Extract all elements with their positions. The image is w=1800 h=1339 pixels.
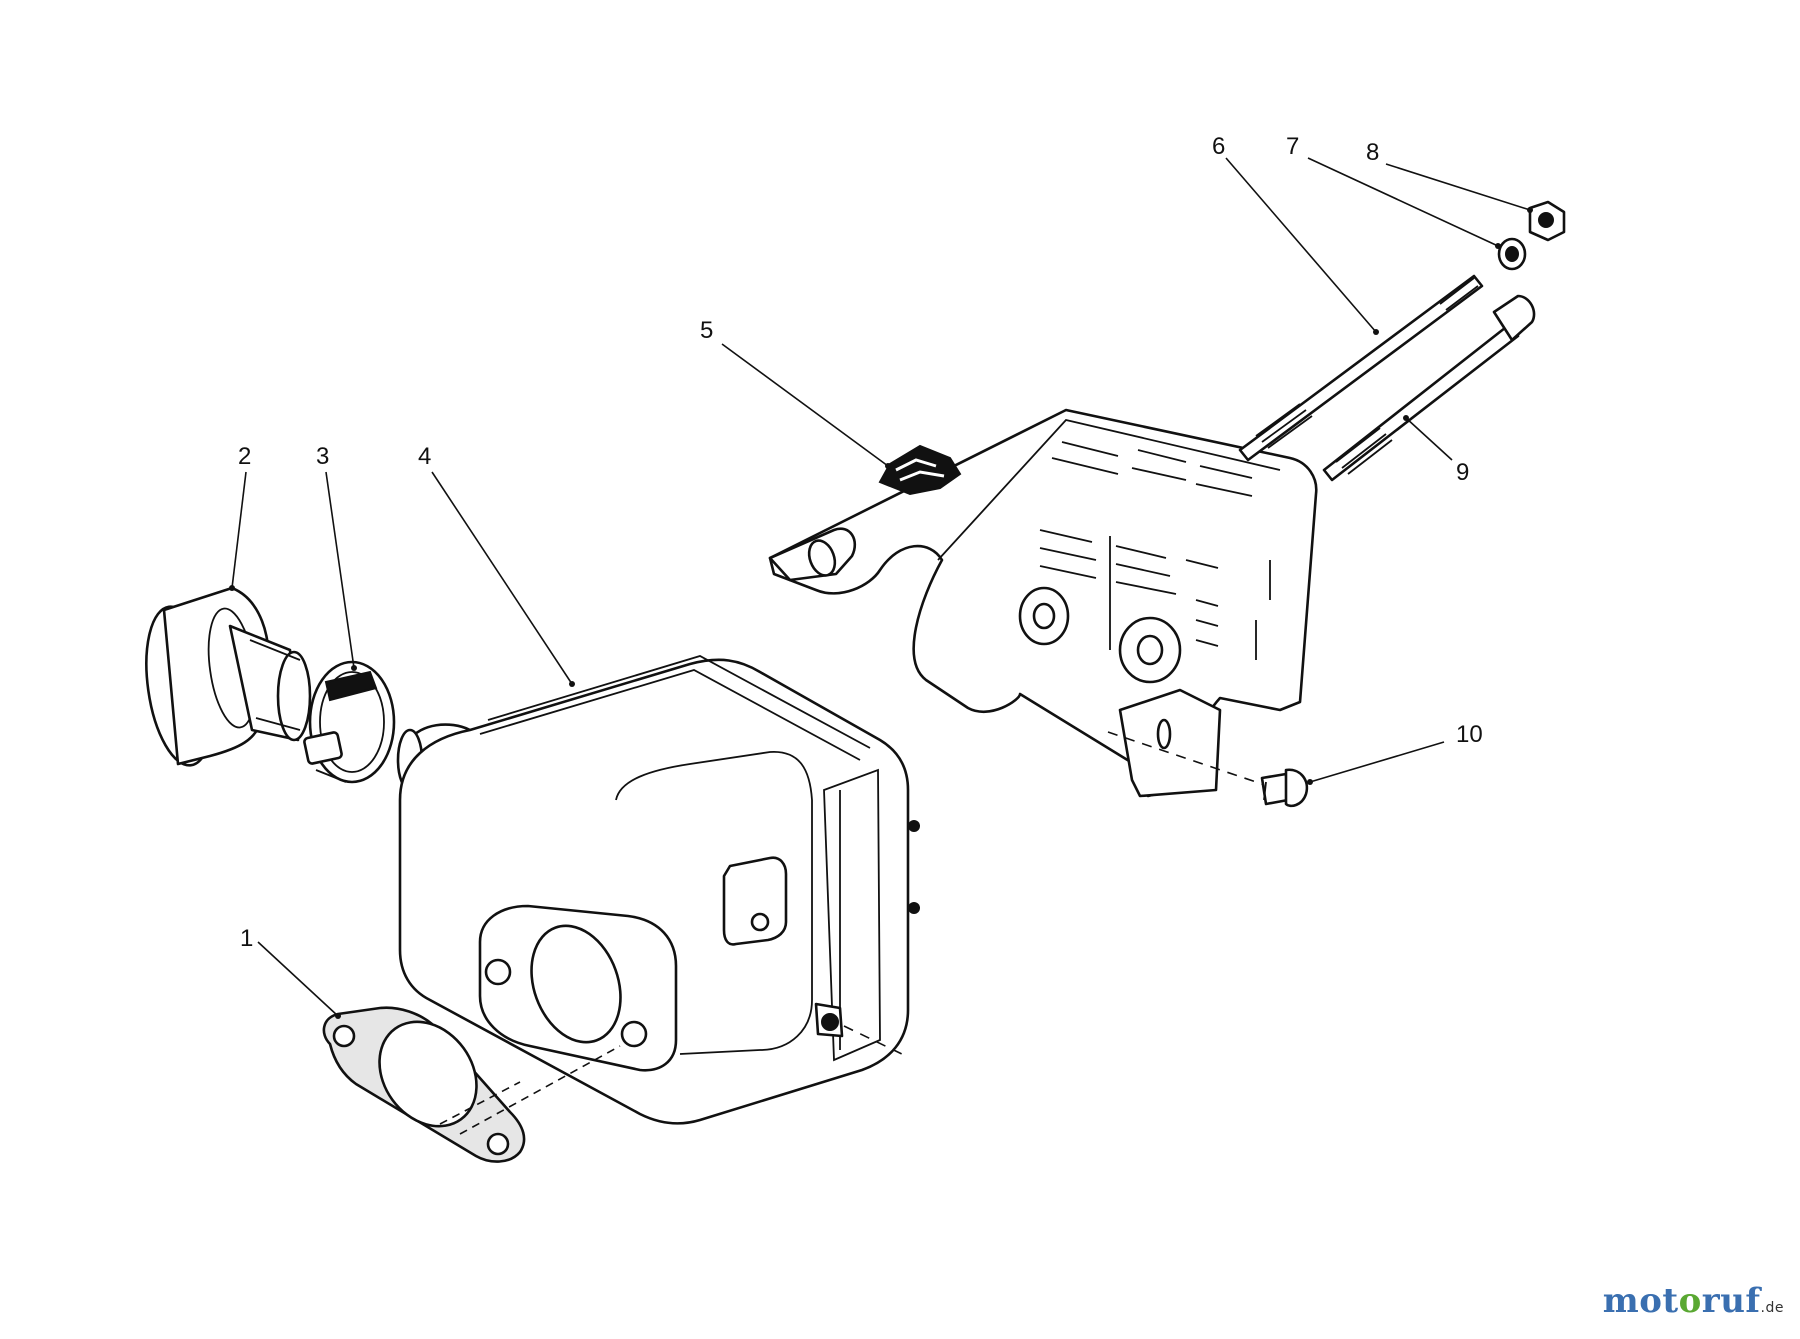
callout-8: 8 [1366, 139, 1379, 166]
part-deflector [145, 586, 312, 767]
part-gasket [322, 1006, 526, 1163]
part-muffler [396, 655, 920, 1125]
watermark-part2: o [1678, 1281, 1702, 1321]
callout-labels: 1 2 3 4 5 6 7 8 9 10 [238, 133, 1483, 952]
callout-3: 3 [316, 443, 329, 470]
part-washer [1497, 237, 1527, 271]
part-screw [1260, 768, 1309, 808]
callout-5: 5 [700, 317, 713, 344]
callout-9: 9 [1456, 459, 1469, 486]
callout-7: 7 [1286, 133, 1299, 160]
part-nut [1528, 200, 1566, 242]
watermark-part3: ruf [1701, 1281, 1761, 1321]
callout-1: 1 [240, 925, 253, 952]
callout-10: 10 [1456, 721, 1483, 748]
motoruf-watermark: motoruf.de [1603, 1281, 1784, 1321]
watermark-part1: mot [1602, 1281, 1679, 1321]
part-heat-shield [768, 408, 1318, 798]
part-clamp [303, 660, 396, 784]
watermark-suffix: .de [1760, 1300, 1784, 1316]
leader-lines [229, 157, 1533, 1135]
part-stud [1238, 274, 1484, 462]
part-bolt-long [1322, 294, 1536, 482]
callout-4: 4 [418, 443, 431, 470]
callout-6: 6 [1212, 133, 1225, 160]
callout-2: 2 [238, 443, 251, 470]
